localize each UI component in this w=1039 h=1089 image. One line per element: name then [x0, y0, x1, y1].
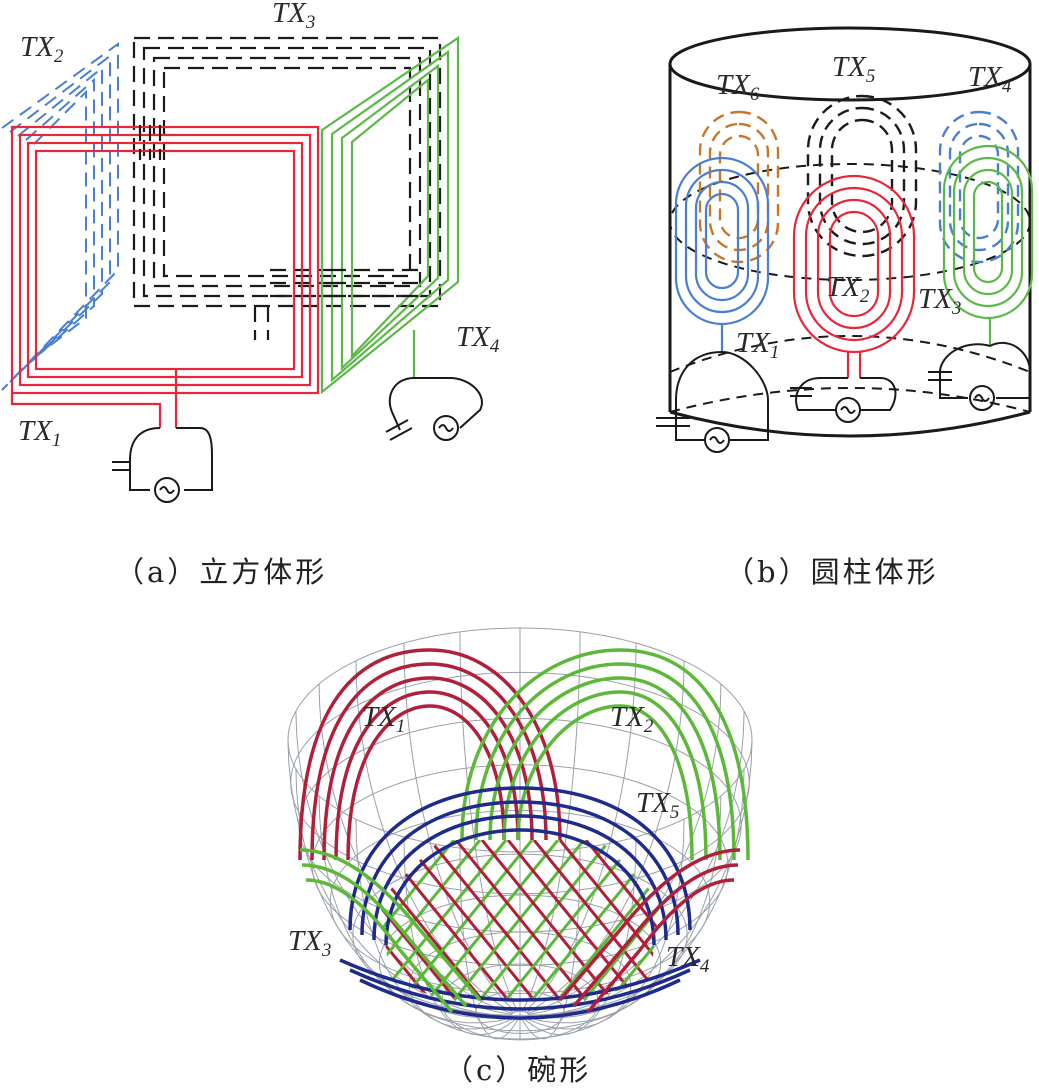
caption-b: （b）圆柱体形 [725, 555, 939, 589]
coil-tx5-blue-bowl [339, 786, 701, 1020]
grid-meridian [524, 836, 637, 1036]
floor-line-red [380, 840, 432, 1001]
floor-line-green [426, 840, 560, 1001]
floor-line-green [504, 840, 638, 1001]
grid-meridian [459, 848, 519, 1040]
floor-line-green [452, 840, 586, 1001]
floor-line-red [428, 840, 562, 1001]
coil-tx3-green [942, 144, 1034, 346]
crossing-dashes [138, 125, 420, 298]
label-a-tx4: TX4 [456, 321, 500, 357]
grid-meridian [524, 642, 637, 1013]
label-b-tx2: TX2 [826, 271, 870, 307]
label-b-tx4: TX4 [968, 61, 1012, 97]
coil-tx5-black-dashed [806, 94, 918, 258]
coil-tx1-red [10, 125, 320, 428]
grid-meridian [459, 631, 519, 1012]
coil-tx2-red [792, 174, 916, 378]
coil-tx2-green-bowl [460, 648, 750, 861]
circuit-tx1 [112, 427, 213, 503]
coil-tx4-blue-dashed [938, 110, 1020, 264]
caption-c: （c）碗形 [444, 1053, 591, 1087]
label-b-tx5: TX5 [832, 51, 875, 87]
cylinder-body [668, 26, 1032, 438]
label-c-tx3: TX3 [288, 925, 331, 961]
label-b-tx6: TX6 [716, 69, 760, 105]
grid-meridian [521, 848, 581, 1040]
coil-tx3-black-dashed [132, 36, 442, 340]
coil-tx4-red-side [558, 848, 741, 1014]
floor-line-red [558, 840, 660, 1001]
label-c-tx2: TX2 [610, 701, 654, 737]
panel-b-cylinder: TX1 TX2 TX3 TX4 TX5 TX6 （b）圆柱体形 [656, 26, 1034, 589]
label-c-tx4: TX4 [666, 941, 710, 977]
floor-line-green [400, 840, 534, 1001]
label-a-tx1: TX1 [18, 415, 61, 451]
label-b-tx1: TX1 [736, 327, 779, 363]
label-c-tx1: TX1 [362, 701, 405, 737]
circuits-b [656, 341, 1031, 453]
label-b-tx3: TX3 [918, 283, 961, 319]
label-c-tx5: TX5 [636, 787, 679, 823]
floor-line-red [480, 840, 614, 1001]
floor-line-red [380, 840, 484, 1001]
panel-c-bowl: TX1 TX2 TX3 TX4 TX5 （c）碗形 [222, 627, 753, 1087]
floor-line-green [608, 840, 660, 1001]
grid-meridian [287, 739, 512, 1016]
coil-tx3-green-side [299, 848, 482, 1014]
floor-line-red [454, 840, 588, 1001]
floor-line-green [380, 840, 482, 1001]
coil-tx4-green [320, 35, 460, 395]
coil-tx1-blue [674, 156, 770, 352]
floor-line-green [478, 840, 612, 1001]
caption-a: （a）立方体形 [115, 555, 327, 589]
floor-line-green [380, 840, 508, 1001]
coil-tx2-blue-dashed [1, 42, 119, 391]
grid-meridian [521, 631, 581, 1012]
grid-meridian [403, 836, 516, 1036]
floor-line-red [532, 840, 660, 1001]
floor-line-red [222, 840, 352, 1000]
floor-line-red [506, 840, 640, 1001]
label-a-tx3: TX3 [272, 0, 315, 33]
grid-meridian [528, 768, 745, 1019]
panel-a-cube: TX1 TX2 TX3 TX4 （a）立方体形 [1, 0, 500, 589]
grid-meridian [403, 642, 516, 1013]
floor-line-red [402, 840, 536, 1001]
label-a-tx2: TX2 [20, 31, 64, 67]
circuit-tx4 [385, 377, 483, 441]
floor-line-green [556, 840, 660, 1001]
grid-meridian [526, 660, 685, 1013]
